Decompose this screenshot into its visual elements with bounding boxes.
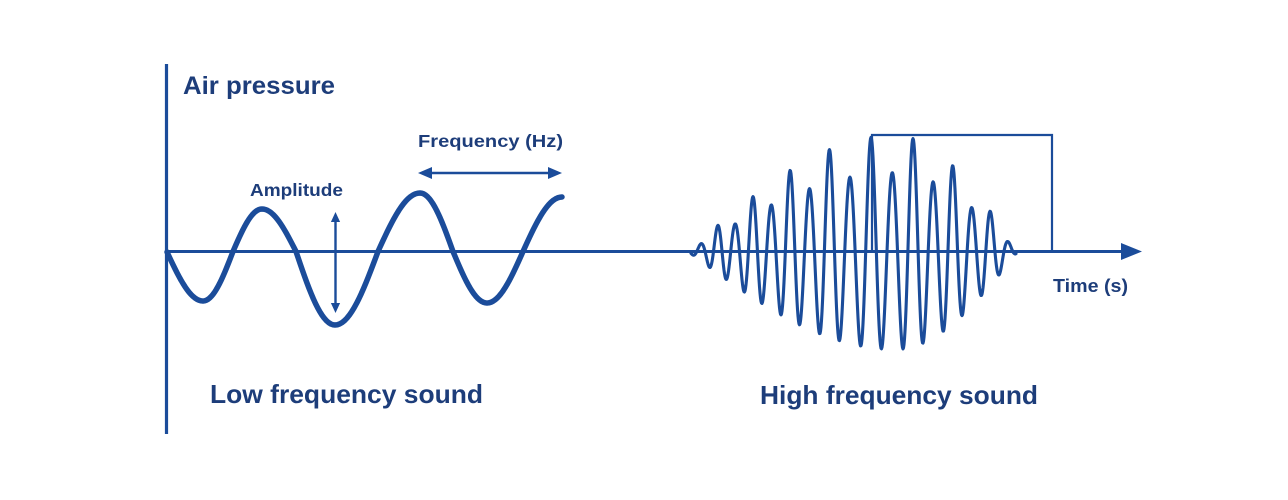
amplitude-label: Amplitude (250, 180, 343, 200)
time-axis-label: Time (s) (1053, 275, 1128, 296)
amplitude-arrow (330, 212, 341, 313)
arrow-left-icon (418, 167, 432, 179)
frequency-label: Frequency (Hz) (418, 131, 563, 151)
arrow-up-icon (330, 212, 341, 222)
high-frequency-caption: High frequency sound (760, 380, 1038, 410)
arrow-right-icon (548, 167, 562, 179)
low-frequency-caption: Low frequency sound (210, 379, 483, 409)
time-axis-arrowhead-icon (1121, 243, 1142, 260)
high-frequency-wave (689, 135, 1018, 351)
low-frequency-wave (164, 190, 565, 328)
period-reference-box (870, 133, 1054, 252)
frequency-arrow (418, 167, 562, 179)
air-pressure-axis-label: Air pressure (183, 72, 335, 100)
arrow-down-icon (330, 303, 341, 313)
